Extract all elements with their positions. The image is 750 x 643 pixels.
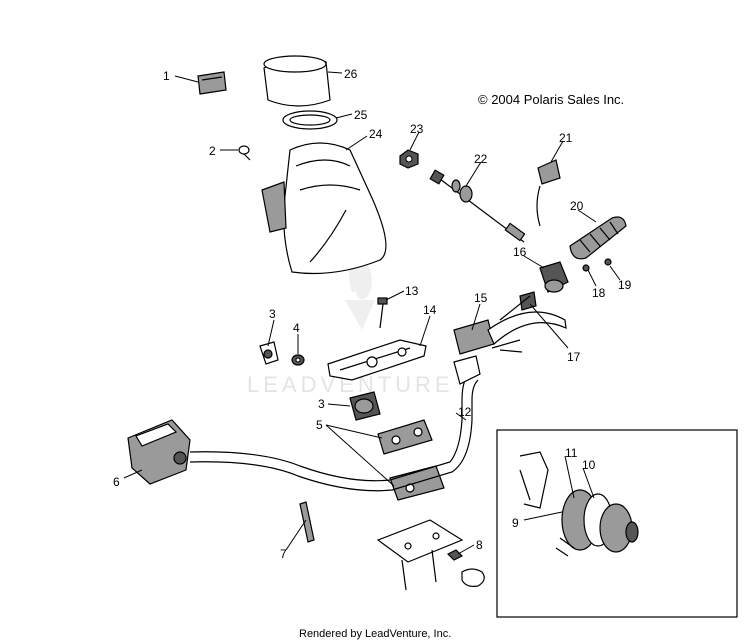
callout-23: 23 [410,122,424,136]
callout-labels: 1 2 3 3 4 5 6 7 8 9 10 11 12 13 14 15 16… [113,67,632,561]
copyright-notice: © 2004 Polaris Sales Inc. [478,92,624,107]
part-26-sleeve [263,55,331,107]
part-12-handlebar [189,355,481,492]
callout-13: 13 [405,284,419,298]
part-21-switch [536,159,561,227]
part-19-screw [604,258,612,266]
part-5-clamp-top [377,419,433,455]
part-24-headlight-pod [261,142,387,275]
callout-3-lower: 3 [318,397,325,411]
callout-11: 11 [565,446,578,460]
callout-8: 8 [476,538,483,552]
part-4-nut [291,354,305,366]
callout-7: 7 [280,547,287,561]
part-20-grip [569,216,627,260]
callout-21: 21 [559,131,573,145]
part-8-nut [446,549,464,561]
part-15-brake-lever [453,291,567,355]
callout-9: 9 [512,516,519,530]
leader-lines [123,71,621,555]
part-1-clip [197,71,227,95]
callout-17: 17 [567,350,581,364]
callout-22: 22 [474,152,488,166]
callout-24: 24 [369,127,383,141]
callout-12: 12 [458,405,472,419]
callout-5: 5 [316,418,323,432]
callout-15: 15 [474,291,488,305]
callout-16: 16 [513,245,527,259]
part-25-ring [282,110,338,130]
mounting-plate [376,519,464,591]
detail-inset [496,429,738,618]
callout-10: 10 [582,458,596,472]
callout-25: 25 [354,108,368,122]
footer-credit: Rendered by LeadVenture, Inc. [299,628,451,640]
callout-1: 1 [163,69,170,83]
part-18-screw [582,264,590,272]
part-16-throttle-housing [539,261,569,293]
callout-3-upper: 3 [269,307,276,321]
part-3-clamp-lower [349,391,381,421]
callout-2: 2 [209,144,216,158]
callout-6: 6 [113,475,120,489]
callout-19: 19 [618,278,632,292]
callout-14: 14 [423,303,437,317]
callout-4: 4 [293,321,300,335]
part-22-switch-assembly [429,169,526,243]
callout-20: 20 [570,199,584,213]
part-3-clamp-upper [259,341,279,365]
part-7-strap [299,501,315,543]
part-2-screw [238,145,251,161]
part-14-plate [327,339,427,381]
part-23-nut [399,149,419,169]
callout-18: 18 [592,286,606,300]
part-13-bolt [377,297,388,329]
bottom-clamp [461,568,485,587]
part-6-switch-housing [127,419,191,485]
callout-26: 26 [344,67,358,81]
